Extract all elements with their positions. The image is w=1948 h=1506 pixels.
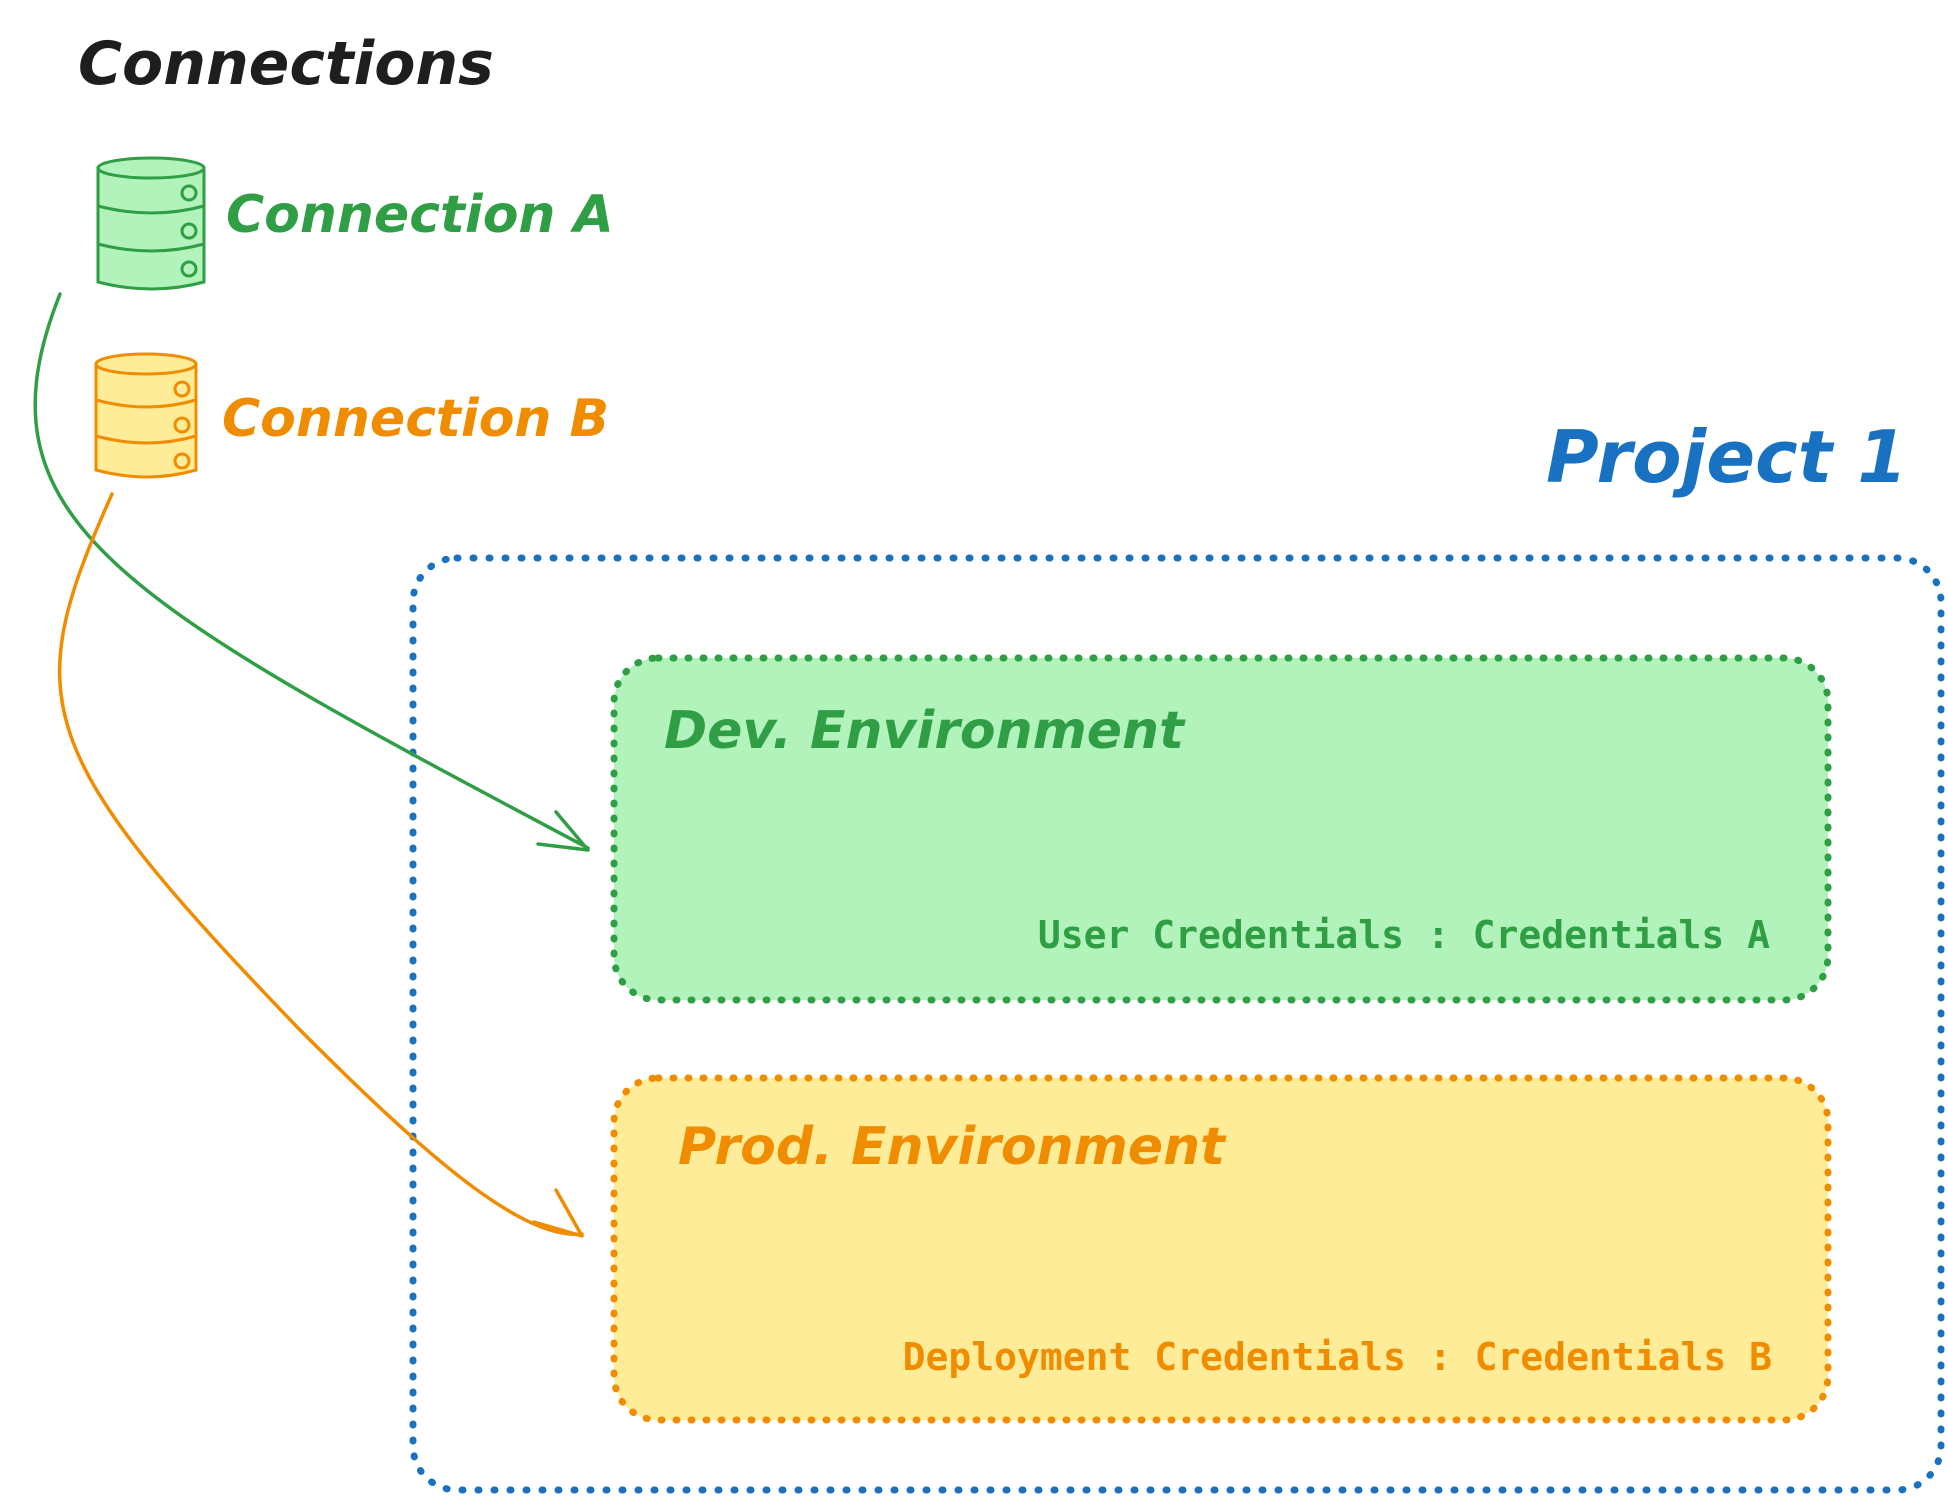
connections-title: Connections	[78, 29, 494, 99]
prod-environment-box	[610, 1074, 1832, 1424]
connection-a-label: Connection A	[226, 185, 614, 245]
project-container	[409, 554, 1945, 1494]
arrow-a-head	[536, 810, 590, 852]
dev-environment-title: Dev. Environment	[664, 701, 1186, 761]
arrow-b-head	[532, 1188, 584, 1238]
prod-environment-credentials: Deployment Credentials : Credentials B	[903, 1335, 1772, 1379]
connection-b-database-icon	[94, 352, 198, 479]
dev-environment-box	[610, 654, 1832, 1004]
arrow-connection-b-to-prod	[57, 492, 584, 1236]
prod-environment-title: Prod. Environment	[678, 1117, 1227, 1177]
arrow-connection-a-to-dev	[33, 292, 590, 850]
connection-a-database-icon	[96, 156, 206, 291]
dev-environment-credentials: User Credentials : Credentials A	[1038, 913, 1770, 957]
project-label: Project 1	[1546, 415, 1907, 499]
connection-b-label: Connection B	[222, 389, 609, 449]
